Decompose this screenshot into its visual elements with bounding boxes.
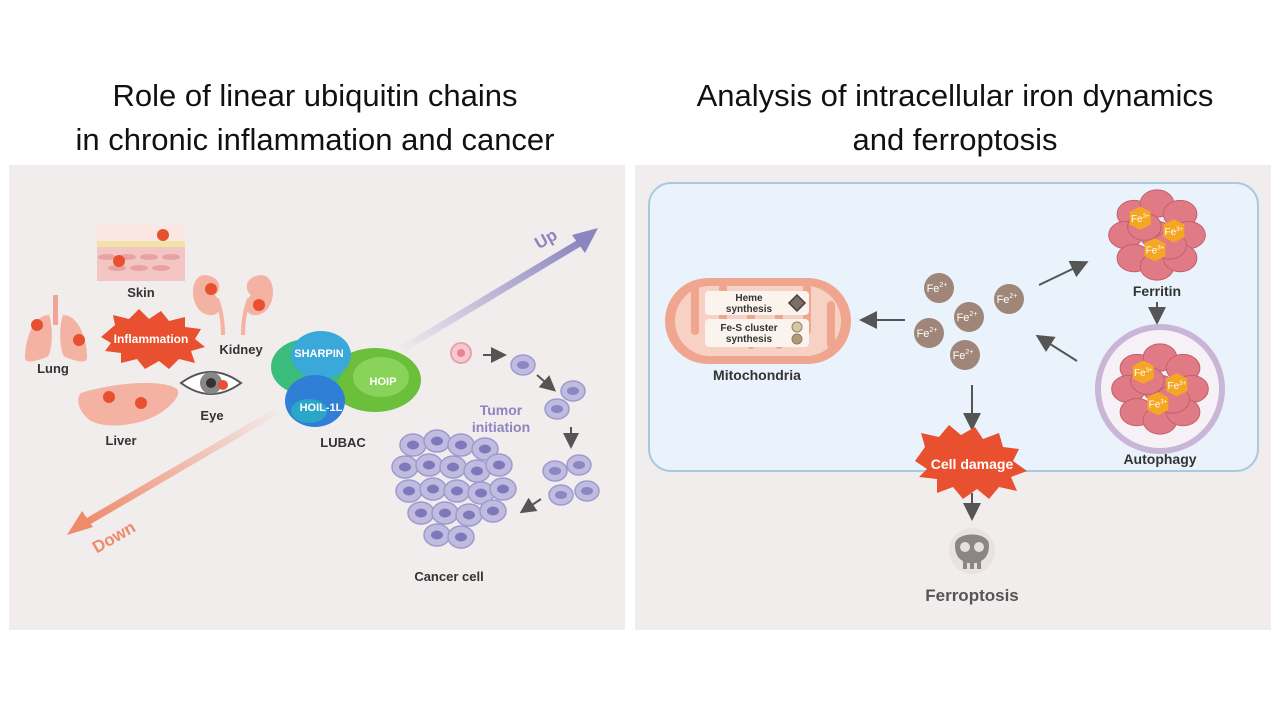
autophagy-label: Autophagy <box>1123 451 1196 467</box>
heme-line2: synthesis <box>726 304 773 315</box>
lubac-diagram-panel: Up Down Skin Lung Inflammation <box>9 165 625 630</box>
lubac-diagram: Up Down Skin Lung Inflammation <box>25 225 600 584</box>
fe3-label: Fe3+ <box>1146 246 1165 257</box>
ferritin-cluster-in-autophagy: Fe3+Fe3+Fe3+ <box>1111 343 1209 435</box>
skin-illustration: Skin <box>97 225 185 300</box>
tumor-progression: Tumor initiation <box>450 342 600 514</box>
left-title-line2: in chronic inflammation and cancer <box>75 122 555 157</box>
cancer-cell-label: Cancer cell <box>414 569 483 584</box>
tumor-label-line2: initiation <box>472 419 530 435</box>
left-title-line1: Role of linear ubiquitin chains <box>112 78 518 113</box>
fe2-ion: Fe2+ <box>924 273 954 303</box>
up-arrow: Up <box>399 225 598 353</box>
lubac-complex: SHARPIN HOIP HOIL-1L LUBAC <box>271 331 421 450</box>
arrow-from-autophagy <box>1035 334 1078 362</box>
inflammation-label: Inflammation <box>114 332 189 346</box>
fe2-ion: Fe2+ <box>994 284 1024 314</box>
skin-inflammation-spot <box>157 229 169 241</box>
mitochondria-illustration: Heme synthesis Fe-S cluster synthesis Mi… <box>665 278 851 383</box>
lubac-label: LUBAC <box>320 435 366 450</box>
fe3-label: Fe3+ <box>1149 400 1168 411</box>
skin-inflammation-spot <box>113 255 125 267</box>
skin-label: Skin <box>127 285 155 300</box>
eye-label: Eye <box>200 408 223 423</box>
ferritin-illustration: Fe3+Fe3+Fe3+ <box>1108 189 1206 281</box>
skull-icon <box>949 528 995 574</box>
fe3-label: Fe3+ <box>1168 381 1187 392</box>
liver-illustration: Liver <box>78 382 179 448</box>
tumor-label-line1: Tumor <box>480 402 523 418</box>
heme-line1: Heme <box>735 293 763 304</box>
cell-damage-label: Cell damage <box>931 456 1014 472</box>
up-label: Up <box>531 225 560 253</box>
fes-line1: Fe-S cluster <box>720 323 777 334</box>
kidney-illustration: Kidney <box>193 275 273 357</box>
fes-line2: synthesis <box>726 334 773 345</box>
right-title-line2: and ferroptosis <box>852 122 1058 157</box>
cancer-cell-cluster <box>391 429 517 549</box>
fe-s-cluster-icon <box>791 321 803 333</box>
sharpin-subunit <box>291 331 351 379</box>
lung-illustration: Lung <box>25 295 87 376</box>
ferritin-cluster: Fe3+Fe3+Fe3+ <box>1108 189 1206 281</box>
fe3-label: Fe3+ <box>1134 368 1153 379</box>
down-label: Down <box>89 518 139 558</box>
fe2-ion: Fe2+ <box>950 340 980 370</box>
heme-icon <box>787 293 807 313</box>
fe2-ion-pool: Fe2+Fe2+Fe2+Fe2+Fe2+ <box>914 273 1024 370</box>
eye-illustration: Eye <box>179 371 243 423</box>
hoip-label: HOIP <box>370 376 397 388</box>
right-title-line1: Analysis of intracellular iron dynamics <box>696 78 1214 113</box>
lung-label: Lung <box>37 361 69 376</box>
fe3-label: Fe3+ <box>1131 214 1150 225</box>
autophagy-ferritin: Fe3+Fe3+Fe3+ <box>1111 343 1209 435</box>
left-panel-title: Role of linear ubiquitin chains in chron… <box>20 74 610 162</box>
iron-dynamics-panel: Heme synthesis Fe-S cluster synthesis Mi… <box>635 165 1271 630</box>
mitochondria-label: Mitochondria <box>713 367 801 383</box>
arrow-to-ferritin <box>1038 260 1089 286</box>
kidney-label: Kidney <box>219 342 263 357</box>
sharpin-label: SHARPIN <box>294 348 344 360</box>
liver-label: Liver <box>105 433 136 448</box>
down-arrow: Down <box>67 407 281 557</box>
inflammation-burst: Inflammation <box>101 309 205 369</box>
cell-damage-burst: Cell damage <box>915 425 1027 499</box>
fe2-ion: Fe2+ <box>914 318 944 348</box>
ferritin-label: Ferritin <box>1133 283 1181 299</box>
hoil-label: HOIL-1L <box>300 402 343 414</box>
iron-dynamics-diagram: Heme synthesis Fe-S cluster synthesis Mi… <box>648 182 1259 605</box>
fe3-label: Fe3+ <box>1165 227 1184 238</box>
fe2-ion: Fe2+ <box>954 302 984 332</box>
ferroptosis-label: Ferroptosis <box>925 586 1019 605</box>
right-panel-title: Analysis of intracellular iron dynamics … <box>640 74 1270 162</box>
